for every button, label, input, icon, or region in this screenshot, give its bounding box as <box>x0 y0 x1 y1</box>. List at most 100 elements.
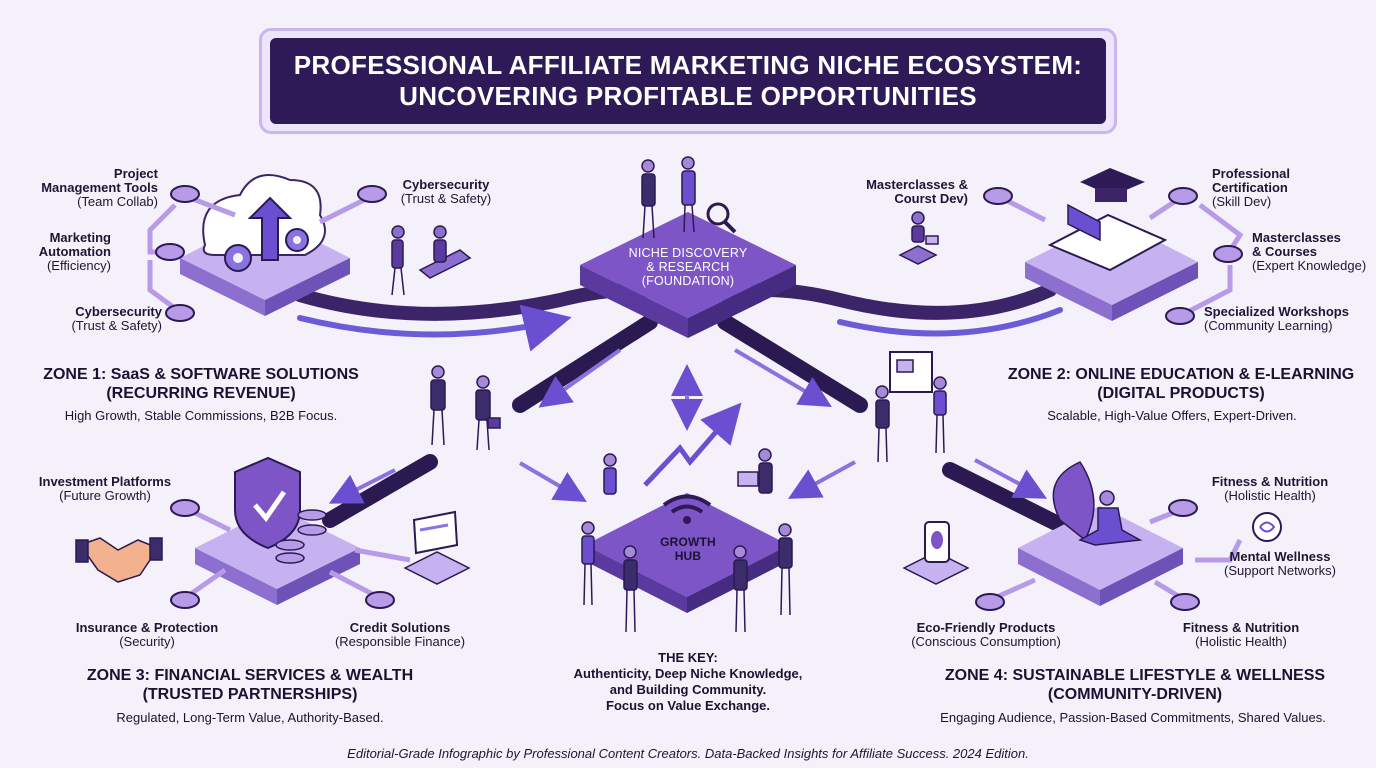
zone3-label-1-title: Insurance & Protection <box>75 620 219 635</box>
zone1-label-marketing-automation: Marketing Automation (Efficiency) <box>10 231 111 273</box>
zone1-description: High Growth, Stable Commissions, B2B Foc… <box>64 408 338 423</box>
niche-discovery-line-1: NICHE DISCOVERY <box>628 246 748 260</box>
zone2-label-0-sub: Courst Dev) <box>894 191 968 206</box>
zone2-label-2-title: Masterclasses <box>1252 230 1341 245</box>
zone4-heading-line-2: (COMMUNITY-DRIVEN) <box>1047 686 1223 703</box>
the-key-line-2: Authenticity, Deep Niche Knowledge, <box>573 666 803 681</box>
arrow-to-zone2 <box>733 348 832 408</box>
zone1-label-cybersecurity-bottom: Cybersecurity (Trust & Safety) <box>20 305 162 333</box>
zone1-label-cybersecurity-top: Cybersecurity (Trust & Safety) <box>390 178 502 206</box>
student-figure <box>898 211 939 265</box>
arrow-to-zone4 <box>974 458 1048 499</box>
cybersecurity-people-figure <box>391 225 472 296</box>
growth-hub-label: GROWTH HUB <box>628 535 748 563</box>
zone3-heading-line-1: ZONE 3: FINANCIAL SERVICES & WEALTH <box>86 667 414 684</box>
arrow-to-zone1 <box>538 348 622 408</box>
zone2-platform <box>1025 168 1198 321</box>
zone3-nodes <box>170 499 395 609</box>
zone3-description: Regulated, Long-Term Value, Authority-Ba… <box>116 710 384 725</box>
zone2-label-0-title: Masterclasses & <box>866 177 968 192</box>
presenter-figure <box>875 351 947 463</box>
zone1-label-0-title2: Management Tools <box>41 180 158 195</box>
zone1-platform <box>180 174 350 316</box>
zone1-label-2-sub: (Trust & Safety) <box>71 318 162 333</box>
title-line-2: UNCOVERING PROFITABLE OPPORTUNITIES <box>399 81 977 111</box>
zone4-heading: ZONE 4: SUSTAINABLE LIFESTYLE & WELLNESS… <box>930 666 1340 704</box>
zone4-label-0-title: Fitness & Nutrition <box>1211 474 1329 489</box>
growth-hub-line-2: HUB <box>674 549 702 563</box>
niche-discovery-platform <box>580 212 796 338</box>
zone4-label-fitness-top: Fitness & Nutrition (Holistic Health) <box>1190 475 1350 503</box>
niche-discovery-label: NICHE DISCOVERY & RESEARCH (FOUNDATION) <box>608 246 768 288</box>
arrow-growth-left <box>518 461 587 503</box>
zone2-label-masterclasses-courses: Masterclasses & Courses (Expert Knowledg… <box>1252 231 1376 273</box>
zone4-nodes <box>975 499 1200 611</box>
zone2-label-certification: Professional Certification (Skill Dev) <box>1212 167 1352 209</box>
zone4-label-0-sub: (Holistic Health) <box>1224 488 1316 503</box>
zone3-heading-line-2: (TRUSTED PARTNERSHIPS) <box>142 686 358 703</box>
zone3-label-credit: Credit Solutions (Responsible Finance) <box>322 621 478 649</box>
zone3-label-2-title: Credit Solutions <box>349 620 451 635</box>
arrow-to-zone3 <box>328 468 396 504</box>
zone2-description: Scalable, High-Value Offers, Expert-Driv… <box>1047 408 1297 423</box>
title-banner: PROFESSIONAL AFFILIATE MARKETING NICHE E… <box>259 28 1117 134</box>
zone4-label-1-title: Mental Wellness <box>1229 549 1331 564</box>
zone1-heading-line-1: ZONE 1: SaaS & SOFTWARE SOLUTIONS <box>43 366 359 383</box>
zone2-heading: ZONE 2: ONLINE EDUCATION & E-LEARNING (D… <box>986 365 1376 403</box>
the-key-line-1: THE KEY: <box>658 650 718 665</box>
zone4-heading-line-1: ZONE 4: SUSTAINABLE LIFESTYLE & WELLNESS <box>944 667 1326 684</box>
zone2-label-3-sub: (Community Learning) <box>1204 318 1333 333</box>
zone3-label-insurance: Insurance & Protection (Security) <box>62 621 232 649</box>
zone1-label-0-sub: (Team Collab) <box>77 194 158 209</box>
zone2-label-2-title2: & Courses <box>1252 244 1318 259</box>
zone2-heading-line-1: ZONE 2: ONLINE EDUCATION & E-LEARNING <box>1007 366 1355 383</box>
zone4-description: Engaging Audience, Passion-Based Commitm… <box>940 710 1326 725</box>
zone1-label-3-sub: (Trust & Safety) <box>400 191 492 206</box>
brain-icon <box>1252 512 1282 542</box>
zone1-label-1-title2: Automation <box>38 244 111 259</box>
the-key-line-4: Focus on Value Exchange. <box>606 698 770 713</box>
handshake-icon <box>75 537 163 583</box>
zone3-heading: ZONE 3: FINANCIAL SERVICES & WEALTH (TRU… <box>60 666 440 704</box>
handshake-people-figure <box>641 156 737 239</box>
zone2-nodes <box>983 187 1243 325</box>
zone2-label-masterclasses-dev: Masterclasses & Courst Dev) <box>840 178 968 206</box>
zone1-label-0-title: Project <box>113 166 158 181</box>
zone4-label-eco: Eco-Friendly Products (Conscious Consump… <box>898 621 1074 649</box>
zone4-label-3-title: Fitness & Nutrition <box>1182 620 1300 635</box>
the-key-line-3: and Building Community. <box>609 682 767 697</box>
zone1-label-3-title: Cybersecurity <box>402 177 490 192</box>
eco-product-block <box>902 521 970 585</box>
zone3-label-0-sub: (Future Growth) <box>59 488 151 503</box>
zone2-label-workshops: Specialized Workshops (Community Learnin… <box>1204 305 1364 333</box>
zone4-label-2-title: Eco-Friendly Products <box>916 620 1056 635</box>
zone1-label-1-sub: (Efficiency) <box>46 258 111 273</box>
zone4-label-3-sub: (Holistic Health) <box>1195 634 1287 649</box>
zone2-label-1-sub: (Skill Dev) <box>1212 194 1272 209</box>
zone1-label-1-title: Marketing <box>49 230 111 245</box>
zone4-label-2-sub: (Conscious Consumption) <box>911 634 1061 649</box>
business-handshake-figure <box>430 365 501 451</box>
zone2-label-1-title: Professional <box>1212 166 1291 181</box>
growth-hub-platform <box>585 402 789 613</box>
footer-credit: Editorial-Grade Infographic by Professio… <box>347 746 1029 761</box>
zone3-platform <box>195 456 360 605</box>
zone4-platform <box>1018 461 1183 606</box>
zone4-label-mental-wellness: Mental Wellness (Support Networks) <box>1204 550 1356 578</box>
arrow-growth-right <box>787 460 856 499</box>
the-key-text: THE KEY: Authenticity, Deep Niche Knowle… <box>548 650 828 714</box>
zone2-heading-line-2: (DIGITAL PRODUCTS) <box>1097 385 1265 402</box>
zone3-label-investment: Investment Platforms (Future Growth) <box>20 475 190 503</box>
zone3-label-1-sub: (Security) <box>119 634 175 649</box>
growth-hub-line-1: GROWTH <box>660 535 716 549</box>
zone1-label-project-mgmt: Project Management Tools (Team Collab) <box>20 167 158 209</box>
zone4-label-fitness-bottom: Fitness & Nutrition (Holistic Health) <box>1166 621 1316 649</box>
niche-discovery-line-3: (FOUNDATION) <box>641 274 735 288</box>
zone2-label-2-sub: (Expert Knowledge) <box>1252 258 1367 273</box>
zone4-label-1-sub: (Support Networks) <box>1224 563 1336 578</box>
zone1-nodes <box>155 185 387 322</box>
zone1-heading: ZONE 1: SaaS & SOFTWARE SOLUTIONS (RECUR… <box>20 365 382 403</box>
zone3-label-2-sub: (Responsible Finance) <box>334 634 466 649</box>
